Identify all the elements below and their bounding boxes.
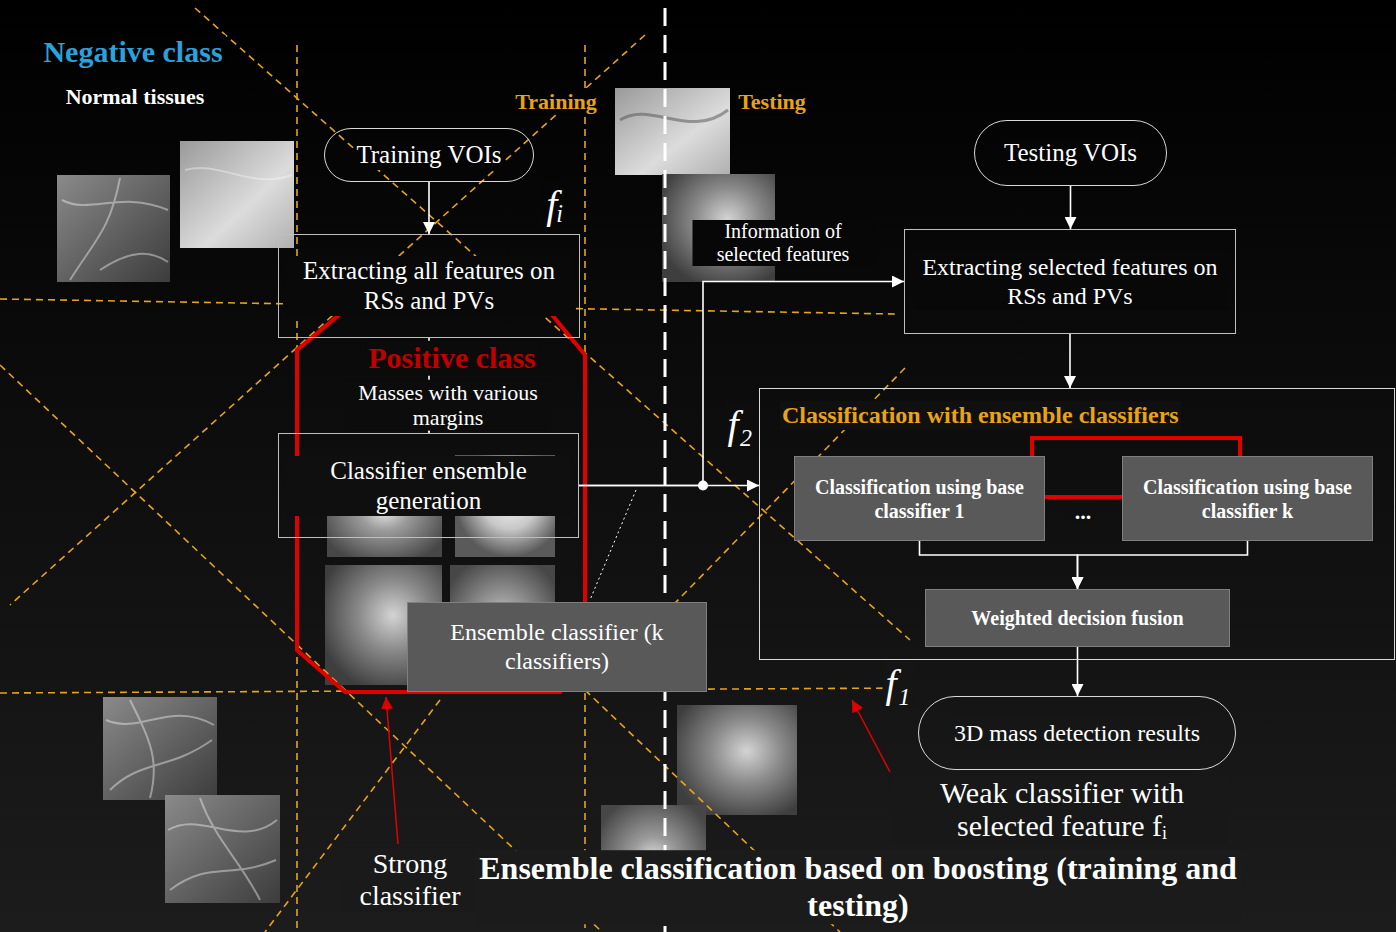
node-text: Ensemble classifier (k classifiers) (416, 618, 698, 676)
tissue-fibre (168, 798, 277, 900)
annotation-label: ... (1072, 499, 1095, 524)
train-test-divider (664, 8, 667, 932)
pointer-arrow (386, 697, 398, 844)
mammogram-patch (103, 697, 217, 800)
mammogram-patch (615, 88, 730, 175)
process-box: Extracting selected features on RSs and … (904, 229, 1236, 334)
tissue-fibre (620, 110, 728, 122)
node-text: Testing VOIs (1002, 138, 1139, 168)
tissue-fibre (62, 178, 168, 280)
tissue-fibre (106, 700, 214, 798)
classifier-box: Classification using base classifier 1 (794, 456, 1045, 541)
annotation-label: f₁ (882, 661, 913, 707)
annotation-label: f₂ (724, 402, 755, 448)
figure-caption: Ensemble classification based on boostin… (475, 850, 1241, 924)
flow-arrow (920, 541, 1078, 589)
group-title: Classification with ensemble classifiers (780, 401, 1181, 430)
patch-image (615, 88, 730, 175)
terminal-pill: Training VOIs (324, 128, 534, 182)
annotation-label: Training (512, 89, 600, 114)
node-text: Weighted decision fusion (969, 606, 1185, 630)
terminal-pill: Testing VOIs (974, 120, 1167, 186)
node-text: Classification using base classifier k (1131, 475, 1364, 523)
mammogram-patch (677, 705, 797, 815)
node-text: Training VOIs (354, 140, 503, 170)
classifier-box: Classification using base classifier k (1122, 456, 1373, 541)
leader-line (590, 490, 636, 600)
mammogram-patch (165, 795, 280, 903)
annotation-label: Positive class (365, 341, 538, 376)
boundary-line (195, 8, 910, 640)
flow-arrow (1078, 541, 1248, 589)
boundary-line (10, 35, 645, 605)
annotation-label: Masses with various margins (345, 380, 551, 431)
annotation-label: Testing (735, 89, 809, 114)
mammogram-patch (57, 175, 170, 282)
annotation-label: Weak classifier with selected feature fᵢ (894, 776, 1230, 842)
terminal-pill: 3D mass detection results (918, 696, 1236, 770)
process-box: Classifier ensemble generation (278, 433, 579, 538)
flow-arrow (1077, 647, 1079, 696)
mammogram-patch (180, 141, 294, 248)
classifier-box: Ensemble classifier (k classifiers) (407, 602, 707, 692)
node-text: 3D mass detection results (952, 719, 1202, 748)
process-box: Extracting all features on RSs and PVs (278, 234, 580, 338)
patch-image (57, 175, 170, 282)
mammogram-patches (57, 88, 797, 917)
annotation-label: fᵢ (543, 182, 566, 228)
annotation-label: Strong classifier (342, 848, 478, 912)
node-text: Classifier ensemble generation (287, 456, 570, 516)
weak-classifier-boundaries (0, 8, 910, 932)
classifier-box: Weighted decision fusion (925, 589, 1230, 647)
node-text: Extracting all features on RSs and PVs (287, 256, 571, 316)
node-text: Extracting selected features on RSs and … (913, 253, 1227, 311)
flow-arrow (579, 282, 904, 486)
tissue-fibre (185, 168, 292, 179)
annotation-label: Normal tissues (63, 84, 208, 109)
node-text: Classification using base classifier 1 (803, 475, 1036, 523)
branch-dot (698, 481, 708, 491)
annotation-label: Negative class (40, 35, 225, 70)
flow-arrow (1069, 334, 1071, 388)
flow-arrow (428, 182, 430, 234)
patch-image (180, 141, 294, 248)
patch-image (103, 697, 217, 800)
flow-arrow (1070, 186, 1072, 229)
edge-label: Information of selected features (693, 220, 874, 266)
pointer-arrow (852, 700, 890, 772)
patch-image (165, 795, 280, 903)
